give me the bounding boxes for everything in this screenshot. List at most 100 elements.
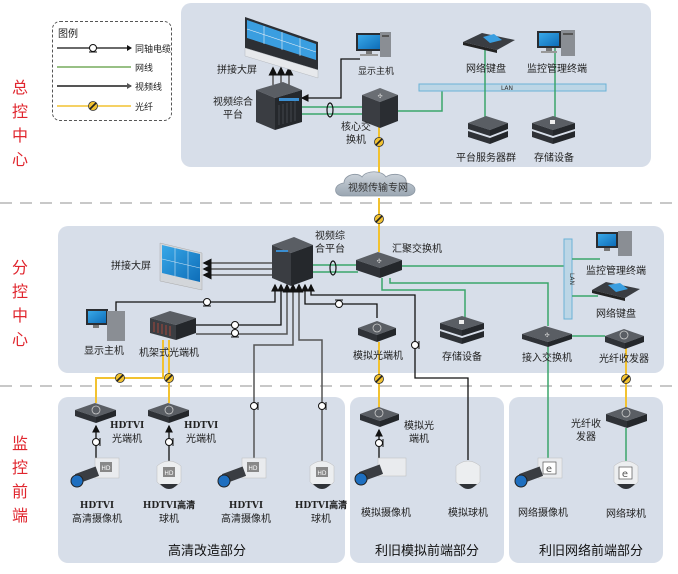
coax-analog-dome-to-platform [307, 283, 469, 460]
fiber-marker-icon [374, 374, 384, 384]
fiber-marker-icon [115, 373, 125, 383]
hdtvi-optical-icon [75, 403, 116, 423]
zone-label-branch: 分控中心 [11, 258, 28, 349]
label-network-keyboard-central: 网络键盘 [466, 64, 506, 75]
network-agg-to-access [389, 278, 549, 326]
section-title-network: 利旧网络前端部分 [539, 544, 644, 559]
label-fiber-transceiver-branch: 光纤收发器 [599, 354, 649, 365]
video-wall-icon [159, 242, 203, 291]
label-server-cluster: 平台服务器群 [456, 153, 516, 164]
label-analog-optical-l2: 端机 [409, 434, 429, 445]
label-network-keyboard-branch: 网络键盘 [596, 309, 636, 320]
hd-upgrade-panel [58, 397, 345, 563]
coax-connector-icon [203, 298, 211, 307]
hd-badge: HD [101, 465, 111, 472]
legend-swatches [57, 44, 132, 111]
label-video-platform-central: 视频综合平台 [213, 97, 253, 121]
label-hd-dome-1-l2: 球机 [159, 514, 179, 525]
display-host-icon [356, 32, 391, 57]
access-switch-icon: ✣ [522, 326, 572, 347]
analog-camera-icon [354, 457, 407, 486]
coax-connector-icon [231, 329, 239, 338]
analog-optical-icon [358, 321, 396, 342]
hd-dome-icon: HD [156, 460, 182, 489]
hd-dome-icon: HD [309, 460, 335, 489]
fiber-marker-icon [374, 214, 384, 224]
zone-label-central: 总控中心 [11, 78, 28, 169]
label-core-switch: 核心交换机 [341, 122, 371, 146]
label-hd-camera-1-l2: 高清摄像机 [72, 514, 122, 525]
storage-icon [440, 316, 484, 344]
coax-connector-icon [231, 321, 239, 329]
legend-label-video: 视频线 [135, 83, 163, 93]
coax-rack-to-platform-2 [196, 283, 292, 335]
legend-swatch-coax [57, 44, 132, 53]
mgmt-terminal-icon [596, 231, 632, 256]
label-display-host-central: 显示主机 [358, 67, 395, 77]
label-rack-optical: 机架式光端机 [139, 348, 199, 359]
video-network-cloud-icon [335, 171, 416, 197]
legend-swatch-fiber [57, 101, 131, 111]
lan-label-branch: LAN [568, 273, 575, 285]
aggregation-switch-icon: ✣ [356, 252, 402, 278]
fiber-transceiver-icon [606, 407, 647, 428]
coax-connector-icon [375, 439, 384, 447]
server-cluster-icon [468, 116, 508, 144]
label-aggregation-switch: 汇聚交换机 [392, 244, 442, 255]
hd-badge: HD [164, 470, 174, 477]
label-analog-dome: 模拟球机 [448, 508, 488, 519]
section-title-hd: 高清改造部分 [168, 544, 247, 559]
fiber-marker-icon [621, 374, 631, 384]
coax-connector-icon [250, 402, 259, 410]
coax-host-to-platform [115, 283, 279, 315]
legend-label-fiber: 光纤 [135, 103, 154, 113]
label-hd-dome-2-l2: 球机 [311, 514, 331, 525]
hd-camera-icon: HD [217, 457, 267, 488]
mgmt-terminal-icon [537, 30, 575, 56]
legend-label-coax: 同轴电缆 [135, 45, 172, 55]
video-wall-icon [244, 17, 319, 79]
rack-optical-icon [150, 311, 196, 340]
legend-label-network: 网线 [135, 64, 154, 74]
cloud-label: 视频传输专网 [348, 181, 408, 194]
label-hd-camera-2-l1: HDTVI [228, 501, 264, 511]
label-storage-branch: 存储设备 [442, 352, 482, 363]
bundle-marker [329, 260, 337, 276]
label-video-wall-central: 拼接大屏 [217, 65, 257, 76]
ie-badge: e [622, 469, 628, 480]
network-agg-to-storage [381, 278, 466, 318]
label-video-platform-branch: 视频综合平台 [315, 231, 345, 255]
video-platform-icon [272, 237, 313, 286]
hd-camera-icon: HD [70, 457, 120, 488]
coax-connector-icon [165, 438, 174, 446]
label-analog-camera: 模拟摄像机 [361, 508, 411, 519]
svg-text:✣: ✣ [544, 332, 549, 339]
lan-bar-central [418, 83, 607, 92]
label-mgmt-terminal-central: 监控管理终端 [527, 64, 587, 75]
network-camera-icon: e [514, 457, 563, 488]
coax-connector-icon [335, 299, 343, 308]
label-hd-optical-1-l1: HDTVI [110, 421, 145, 431]
section-title-analog: 利旧模拟前端部分 [375, 544, 480, 559]
legend-title: 图例 [58, 29, 78, 40]
label-video-wall-branch: 拼接大屏 [111, 261, 151, 272]
label-hd-optical-2-l2: 光端机 [186, 434, 216, 445]
label-hd-optical-1-l2: 光端机 [112, 434, 142, 445]
bundle-marker [326, 102, 334, 118]
coax-connector-icon [411, 341, 420, 349]
label-hd-camera-2-l2: 高清摄像机 [221, 514, 271, 525]
label-transceiver-l1: 光纤收 [571, 419, 601, 430]
coax-connector-icon [92, 438, 101, 446]
legend: 图例 同轴电缆 网线 视频线 光纤 [52, 21, 172, 121]
fiber-rack-to-hd-optical-1 [95, 340, 164, 403]
coax-dome2-to-platform [294, 283, 323, 465]
network-keyboard-icon [463, 33, 515, 53]
label-display-host-branch: 显示主机 [84, 346, 124, 357]
lan-label-central: LAN [501, 85, 513, 92]
coax-rack-to-platform-1 [196, 283, 285, 326]
core-switch-icon: ✣ [362, 88, 398, 128]
label-hd-optical-2-l1: HDTVI [184, 421, 219, 431]
coax-connector-icon [318, 402, 327, 410]
svg-text:✣: ✣ [377, 93, 382, 100]
